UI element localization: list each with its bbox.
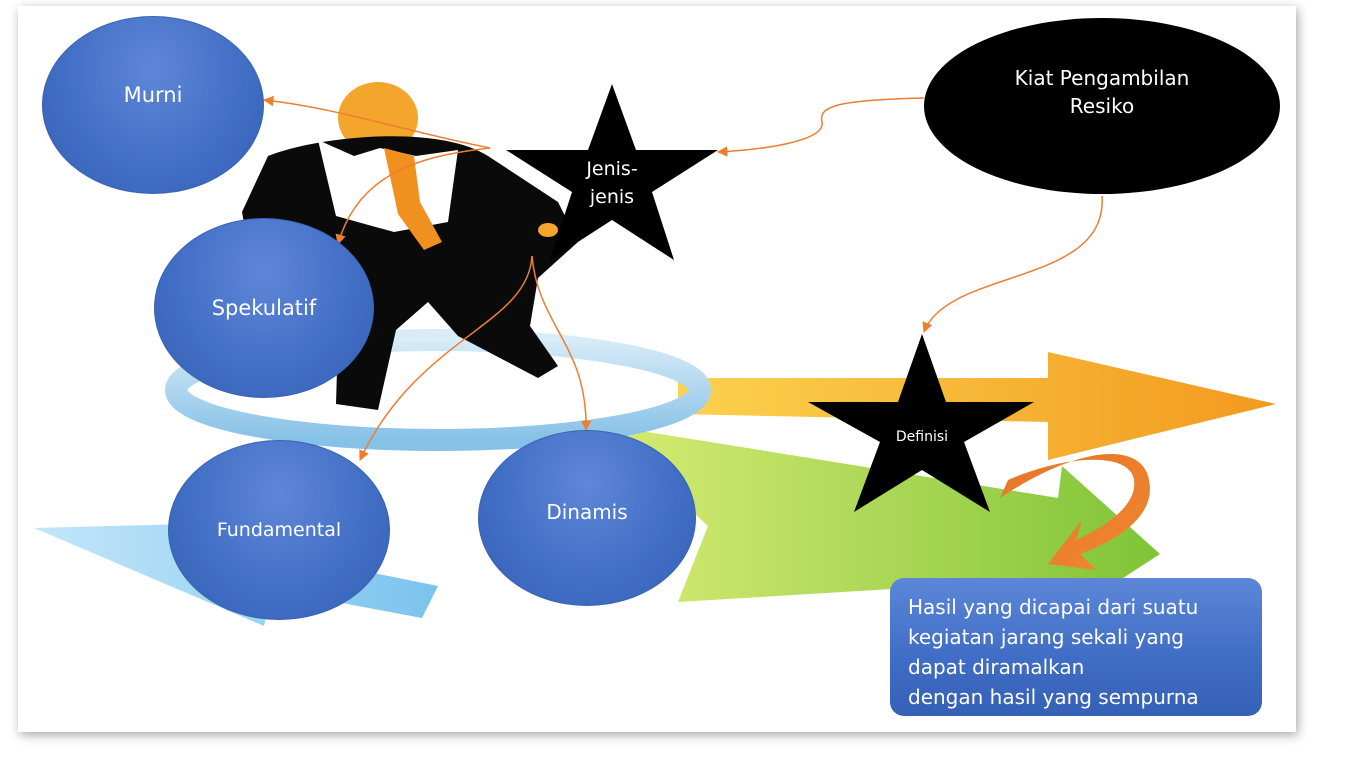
green-arrow — [598, 424, 1160, 610]
definisi-star-shape — [808, 334, 1034, 512]
target-ring — [165, 329, 711, 451]
node-dinamis[interactable]: Dinamis — [478, 430, 696, 606]
slide: Murni Spekulatif Fundamental Dinamis Kia… — [18, 6, 1296, 732]
node-spekulatif[interactable]: Spekulatif — [154, 218, 374, 398]
definition-line-3: dapat diramalkan — [908, 655, 1085, 679]
connector-jenis-to-dinamis — [531, 255, 592, 432]
node-murni-label: Murni — [123, 83, 183, 107]
curved-orange-arrow — [1000, 454, 1150, 570]
node-fundamental[interactable]: Fundamental — [168, 440, 390, 620]
definition-line-2: kegiatan jarang sekali yang — [908, 625, 1184, 649]
connector-kiat-to-jenis — [716, 97, 925, 157]
definisi-star-label[interactable]: Definisi — [874, 422, 970, 452]
definition-line-1: Hasil yang dicapai dari suatu — [908, 595, 1199, 619]
node-murni[interactable]: Murni — [42, 16, 264, 194]
jenis-star-label[interactable]: Jenis- jenis — [552, 152, 672, 214]
connector-jenis-to-spekulatif — [335, 147, 491, 246]
businessman-figure — [242, 82, 578, 410]
connector-kiat-to-definisi — [922, 195, 1103, 333]
node-kiat-pengambilan-resiko[interactable]: Kiat Pengambilan Resiko — [924, 18, 1280, 194]
node-spekulatif-label: Spekulatif — [211, 296, 317, 320]
definition-text-box: Hasil yang dicapai dari suatu kegiatan j… — [890, 578, 1262, 716]
jenis-label-line2: jenis — [589, 186, 635, 208]
connector-jenis-to-fundamental — [359, 255, 533, 461]
node-fundamental-label: Fundamental — [216, 519, 342, 541]
definition-line-4: dengan hasil yang sempurna — [908, 685, 1199, 709]
kiat-label-line1: Kiat Pengambilan — [1014, 66, 1190, 90]
kiat-label-line2: Resiko — [1069, 94, 1135, 118]
jenis-label-line1: Jenis- — [586, 158, 638, 180]
node-dinamis-label: Dinamis — [546, 500, 628, 524]
definisi-label: Definisi — [895, 429, 949, 445]
connector-jenis-to-murni — [262, 95, 491, 149]
diagram-canvas — [34, 82, 1276, 626]
jenis-star-shape — [506, 84, 718, 260]
